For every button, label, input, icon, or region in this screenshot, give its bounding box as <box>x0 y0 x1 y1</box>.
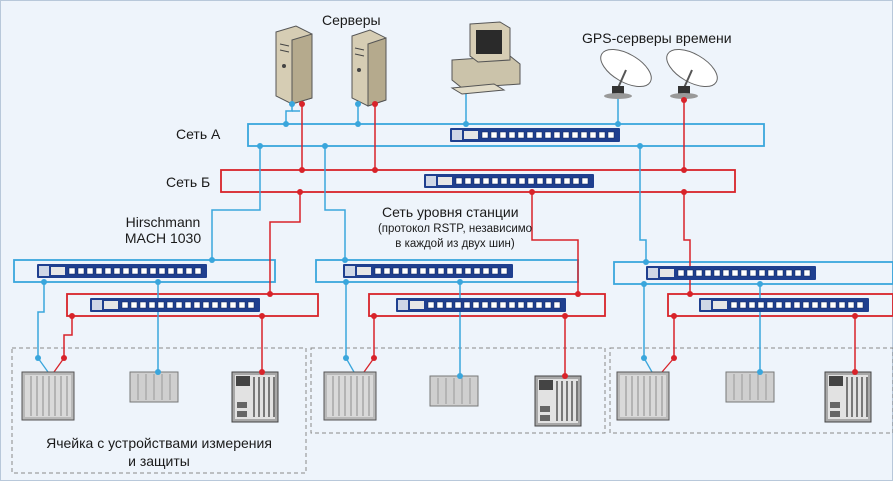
workstation-icon <box>450 21 521 95</box>
group1-net-a <box>13 259 276 283</box>
switch-icon <box>395 297 567 313</box>
net-b-bus <box>220 169 736 193</box>
ied-rack-icon <box>534 375 582 427</box>
cell-label-line1: Ячейка с устройствами измерения <box>46 435 272 451</box>
station-net-label: Сеть уровня станции <box>382 204 519 220</box>
station-note-line2: в каждой из двух шин) <box>395 238 515 250</box>
cell-label: Ячейка с устройствами измерения и защиты <box>26 434 292 470</box>
switch-icon <box>423 173 595 189</box>
group3-net-b <box>667 293 893 317</box>
servers-label: Серверы <box>322 12 381 28</box>
ied-rack-icon <box>824 371 872 423</box>
net-a-junctions <box>35 101 763 379</box>
switch-model-label: Hirschmann MACH 1030 <box>108 214 218 246</box>
station-note-line1: (протокол RSTP, независимо <box>377 223 533 235</box>
cell-boxes <box>11 347 893 474</box>
ied-panel-icon <box>725 371 775 403</box>
ied-rack-icon <box>21 371 75 421</box>
gps-label: GPS-серверы времени <box>582 30 732 46</box>
switch-icon <box>36 263 208 279</box>
switch-icon <box>89 297 261 313</box>
group1-net-b <box>66 293 319 317</box>
net-a-bus <box>247 123 765 147</box>
ied-rack-icon <box>231 371 279 423</box>
net-b-junctions <box>61 97 858 379</box>
ied-rack-icon <box>323 371 377 421</box>
ied-panel-icon <box>429 375 479 407</box>
server-icon <box>351 29 387 107</box>
net-b-label: Сеть Б <box>166 174 211 190</box>
ied-panel-icon <box>129 371 179 403</box>
group2-net-b <box>368 293 606 317</box>
switch-icon <box>449 127 621 143</box>
net-a-label: Сеть А <box>176 126 221 142</box>
net-a-links <box>37 77 761 376</box>
ied-rack-icon <box>616 371 670 421</box>
switch-model-line1: Hirschmann <box>125 214 201 230</box>
gps-dish-icon <box>600 48 652 99</box>
switch-icon <box>342 263 514 279</box>
switch-icon <box>645 265 817 281</box>
group3-net-a <box>613 261 893 285</box>
switch-icon <box>698 297 870 313</box>
cell-label-line2: и защиты <box>128 453 190 469</box>
server-icon <box>275 25 313 105</box>
switch-model-line2: MACH 1030 <box>124 230 202 246</box>
gps-dish-icon <box>666 48 718 99</box>
station-note: (протокол RSTP, независимо в каждой из д… <box>360 222 550 252</box>
